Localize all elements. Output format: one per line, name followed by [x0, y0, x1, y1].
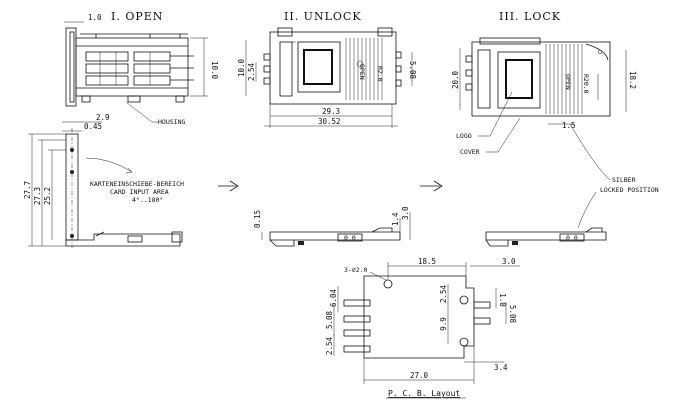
pcb-layout-title: P. C. B. Layout [388, 389, 460, 398]
dim-pcb-270: 27.0 [410, 371, 429, 380]
logo-label: LOGO [456, 132, 472, 140]
dim-open-277: 27.7 [23, 181, 32, 199]
dim-unlock-293: 29.3 [322, 107, 340, 116]
view-title-unlock: II. UNLOCK [284, 10, 362, 23]
dim-open-252: 25.2 [43, 187, 52, 205]
cover-label: COVER [460, 148, 480, 156]
dim-pcb-99: 9.9 [439, 317, 448, 331]
dim-pcb-34: 3.4 [494, 363, 508, 372]
unlock-side-view: 0 0 0.15 1.4 3.0 [253, 206, 411, 247]
dim-pcb-508l: 5.08 [325, 310, 334, 329]
pcb-layout: 3-⌀2.0 18.5 3.0 1.0 5.08 2.54 9.9 6.04 5… [325, 257, 520, 399]
dim-pcb-254l: 2.54 [325, 336, 334, 355]
view-title-lock: III. LOCK [499, 10, 561, 23]
dim-unlock-side-14: 1.4 [391, 212, 400, 226]
dim-unlock-508: 5.08 [408, 61, 417, 80]
dim-lock-height: 20.0 [451, 70, 460, 89]
dim-unlock-3052: 30.52 [318, 117, 341, 126]
open-top-view: 1.0 10.0 [64, 13, 219, 126]
arrow-right-icon [420, 180, 443, 192]
open-mark-label: OPEN [358, 64, 366, 80]
dim-lock-15: 1.5 [562, 121, 576, 130]
lock-top-view: OPEN R20.0 20.0 18.2 1.5 LOGO COVER SILB… [451, 37, 659, 229]
dim-pcb-254a: 2.54 [439, 284, 448, 303]
lock-side-view: 0 0 [485, 227, 607, 247]
dim-open-top: 1.0 [88, 13, 102, 22]
dim-open-height: 10.0 [210, 61, 219, 80]
dim-lock-182: 18.2 [628, 71, 637, 89]
open-side-view: 2.9 0.45 27.7 27.3 25.2 KARTENEINSCHIEBE… [23, 113, 184, 248]
dim-pcb-30: 3.0 [502, 257, 516, 266]
dim-pcb-604: 6.04 [329, 288, 338, 307]
arrow-right-icon [218, 180, 239, 192]
dim-unlock-r: R2.0 [376, 66, 384, 82]
dim-open-side-b: 0.45 [84, 122, 102, 131]
lock-open-mark: OPEN [564, 74, 572, 90]
unlock-side-oval: 0 0 [344, 234, 356, 242]
dim-unlock-side-015: 0.15 [253, 210, 262, 228]
insert-area-de-label: KARTENEINSCHIEBE-BEREICH [90, 180, 184, 188]
housing-label: HOUSING [158, 118, 185, 126]
holes-note: 3-⌀2.0 [344, 266, 368, 274]
dim-pcb-508r: 5.08 [508, 305, 517, 324]
locked-de-label: SILBER [612, 176, 636, 184]
dim-lock-r: R20.0 [582, 74, 590, 94]
angle-range-label: 4°..180° [132, 196, 163, 204]
dim-open-273: 27.3 [33, 187, 42, 205]
locked-en-label: LOCKED POSITION [600, 186, 659, 194]
dim-pcb-10: 1.0 [498, 293, 507, 307]
dim-unlock-side-30: 3.0 [401, 206, 410, 220]
dim-unlock-height: 10.0 [237, 58, 246, 77]
lock-side-oval: 0 0 [566, 234, 578, 242]
insert-area-en-label: CARD INPUT AREA [110, 188, 169, 196]
dim-open-side-a: 2.9 [96, 113, 110, 122]
dim-pcb-185: 18.5 [418, 257, 436, 266]
dim-unlock-254: 2.54 [247, 62, 256, 81]
view-title-open: I. OPEN [111, 10, 163, 23]
unlock-top-view: OPEN R2.0 10.0 2.54 5.08 29.3 30.52 [237, 27, 417, 128]
